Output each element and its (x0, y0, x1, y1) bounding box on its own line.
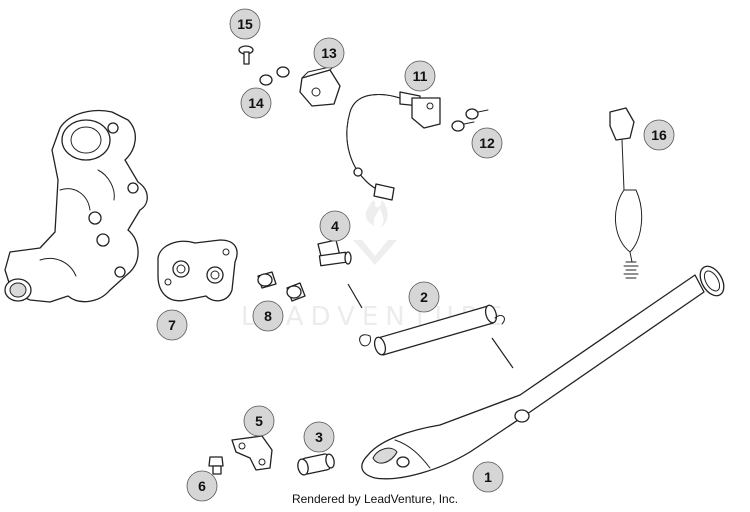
callout-7-label: 7 (168, 317, 176, 333)
callout-2[interactable]: 2 (408, 281, 440, 313)
part-4-bolt (317, 239, 514, 369)
part-8-bolts (257, 271, 306, 302)
callout-4-label: 4 (331, 218, 339, 234)
part-1-side-stand (361, 265, 725, 480)
callout-8-label: 8 (264, 308, 272, 324)
part-16-lanyard (609, 107, 643, 279)
callout-5-label: 5 (255, 413, 263, 429)
callout-16[interactable]: 16 (643, 119, 675, 151)
part-14-nuts (259, 66, 290, 86)
part-7-plate (157, 239, 238, 302)
part-11-sensor-cable (346, 91, 441, 201)
callout-11-label: 11 (413, 68, 428, 84)
part-12-screws (451, 108, 489, 132)
callout-12[interactable]: 12 (471, 127, 503, 159)
callout-3-label: 3 (315, 429, 323, 445)
callout-12-label: 12 (479, 135, 495, 151)
callout-4[interactable]: 4 (319, 210, 351, 242)
part-3-bolt (297, 453, 335, 476)
part-15-screw (238, 45, 254, 65)
callout-5[interactable]: 5 (243, 405, 275, 437)
callout-3[interactable]: 3 (303, 421, 335, 453)
callout-14-label: 14 (248, 95, 264, 111)
frame-bracket (4, 109, 148, 303)
callout-14[interactable]: 14 (240, 87, 272, 119)
watermark-flame-icon (365, 200, 388, 228)
leader-line (491, 337, 514, 369)
callout-1[interactable]: 1 (472, 461, 504, 493)
callout-1-label: 1 (484, 469, 492, 485)
callout-15[interactable]: 15 (229, 8, 261, 40)
credit-text: Rendered by LeadVenture, Inc. (292, 492, 458, 506)
callout-8[interactable]: 8 (252, 300, 284, 332)
part-2-spring (359, 304, 505, 356)
callout-2-label: 2 (420, 289, 428, 305)
callout-11[interactable]: 11 (404, 60, 436, 92)
callout-16-label: 16 (651, 127, 667, 143)
callout-13[interactable]: 13 (313, 37, 345, 69)
callout-13-label: 13 (321, 45, 337, 61)
callout-15-label: 15 (237, 16, 253, 32)
callout-6[interactable]: 6 (186, 470, 218, 502)
part-5-bracket (231, 435, 273, 471)
leader-line (347, 283, 363, 309)
part-13-switch (299, 65, 341, 107)
callout-6-label: 6 (198, 478, 206, 494)
callout-7[interactable]: 7 (156, 309, 188, 341)
part-6-screw (208, 456, 224, 475)
watermark-logo (353, 240, 397, 265)
